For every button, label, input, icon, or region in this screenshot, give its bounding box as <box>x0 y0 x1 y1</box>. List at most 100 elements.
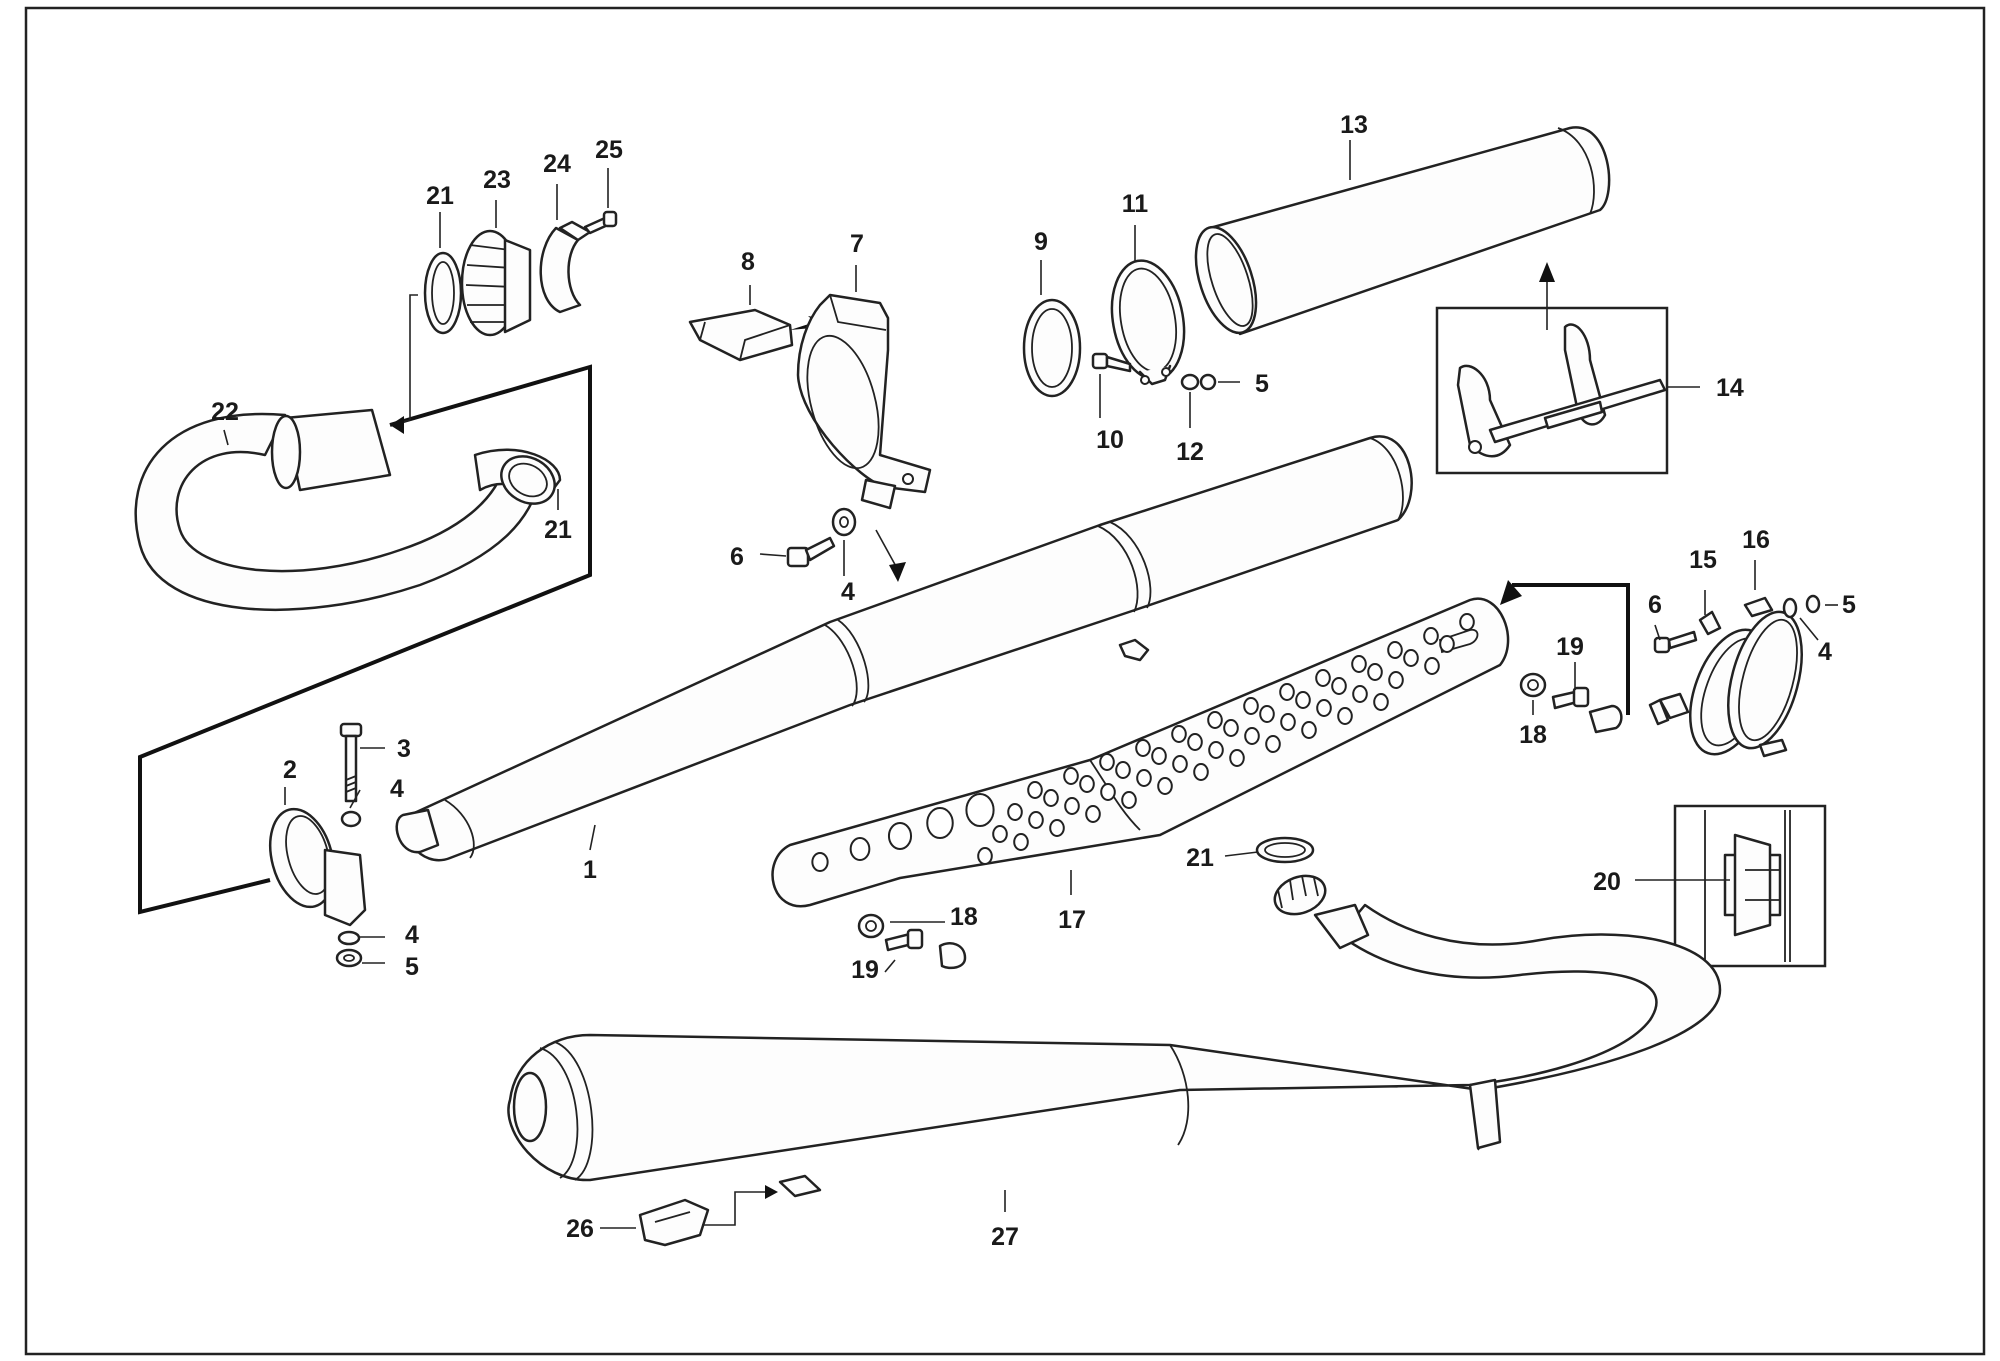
callout-1: 1 <box>583 856 597 884</box>
shield-hole <box>1100 783 1116 801</box>
shield-hole <box>1295 691 1311 709</box>
shield-hole <box>1085 805 1101 823</box>
callout-17: 17 <box>1058 906 1086 934</box>
callout-4-left-b: 4 <box>405 921 419 949</box>
shield-hole <box>965 793 995 827</box>
shield-hole <box>811 852 829 872</box>
leader-lines <box>223 140 1838 1229</box>
part-27-tab <box>778 1174 822 1198</box>
shield-hole <box>1208 741 1224 759</box>
shield-hole <box>1403 649 1419 667</box>
part-27-exhaust-pipe <box>507 903 1722 1182</box>
shield-hole <box>1013 833 1029 851</box>
part-11-clamp-ring <box>1110 259 1186 386</box>
arrow-to-22 <box>390 416 404 434</box>
callout-4-left-a: 4 <box>390 775 404 803</box>
part-5-nut-right <box>1805 594 1821 614</box>
callout-5-top: 5 <box>1255 370 1269 398</box>
part-4-washer-mid <box>831 507 857 537</box>
shield-hole <box>1171 725 1187 743</box>
callout-18-lower: 18 <box>950 903 978 931</box>
part-2-clamp-left <box>269 807 367 927</box>
part-18-nut-right <box>1519 672 1547 698</box>
part-18-nut-lower <box>857 913 885 939</box>
part-6-bolt-right <box>1653 630 1698 654</box>
shield-hole <box>1064 797 1080 815</box>
part-27-finned-collar <box>1273 874 1370 950</box>
shield-hole <box>1187 733 1203 751</box>
shield-hole <box>1115 761 1131 779</box>
shield-hole <box>926 807 954 839</box>
callout-4-right: 4 <box>1818 638 1832 666</box>
part-19-screw-right <box>1551 686 1590 710</box>
shield-hole <box>1207 711 1223 729</box>
shield-hole <box>1387 641 1403 659</box>
shield-hole <box>1136 769 1152 787</box>
shield-hole <box>1121 791 1137 809</box>
shield-hole <box>1352 685 1368 703</box>
part-19-screw-lower <box>884 928 924 952</box>
part-25-screw-small <box>583 210 618 235</box>
shield-hole <box>1315 669 1331 687</box>
part-18-cap-lower <box>938 942 967 970</box>
callout-16: 16 <box>1742 526 1770 554</box>
shield-hole <box>1459 613 1475 631</box>
part-12-washer <box>1180 373 1217 391</box>
part-3-long-bolt <box>339 722 363 803</box>
callout-8: 8 <box>741 248 755 276</box>
part-4-washer-right <box>1782 597 1798 619</box>
shield-hole <box>1229 749 1245 767</box>
shield-hole <box>1388 671 1404 689</box>
shield-hole <box>1193 763 1209 781</box>
shield-hole <box>1063 767 1079 785</box>
callout-21-lower: 21 <box>1186 844 1214 872</box>
callout-5-right: 5 <box>1842 591 1856 619</box>
shield-hole <box>1439 635 1455 653</box>
part-9-gasket-ring <box>1022 298 1082 398</box>
callout-21-mid: 21 <box>544 516 572 544</box>
assembly-line-22-2 <box>138 364 592 915</box>
part-1-muffler <box>395 435 1413 862</box>
callout-27: 27 <box>991 1223 1019 1251</box>
shield-hole <box>1079 775 1095 793</box>
shield-hole <box>1223 719 1239 737</box>
shield-hole <box>1243 697 1259 715</box>
callout-2: 2 <box>283 756 297 784</box>
part-18-cap-right <box>1588 704 1623 734</box>
part-14-box <box>1435 306 1669 475</box>
shield-hole <box>1151 747 1167 765</box>
shield-hole <box>1172 755 1188 773</box>
shield-hole <box>1135 739 1151 757</box>
callout-9: 9 <box>1034 228 1048 256</box>
callout-26: 26 <box>566 1215 594 1243</box>
callout-5-left: 5 <box>405 953 419 981</box>
callout-4-mid: 4 <box>841 578 855 606</box>
part-7-clamp-bracket <box>796 293 932 510</box>
shield-hole <box>1265 735 1281 753</box>
part-20-detail-box <box>1673 804 1827 968</box>
shield-hole <box>849 837 871 861</box>
callout-6-right: 6 <box>1648 591 1662 619</box>
shield-hole <box>1373 693 1389 711</box>
callout-3: 3 <box>397 735 411 763</box>
part-23-finned-nut <box>460 229 532 337</box>
shield-hole <box>1028 811 1044 829</box>
heat-shield-holes <box>811 613 1475 872</box>
part-6-bolt-mid <box>786 536 836 568</box>
callout-20: 20 <box>1593 868 1621 896</box>
callout-labels: 1 2 3 4 4 5 6 4 8 7 9 10 11 12 5 13 14 1… <box>211 111 1856 1251</box>
shield-hole <box>1316 699 1332 717</box>
part-22-header-pipe <box>134 408 562 611</box>
shield-hole <box>1331 677 1347 695</box>
shield-hole <box>1424 657 1440 675</box>
shield-hole <box>1337 707 1353 725</box>
callout-19-lower: 19 <box>851 956 879 984</box>
shield-hole <box>887 822 913 850</box>
shield-hole <box>1423 627 1439 645</box>
leader-21-22 <box>389 294 418 426</box>
arrow-7-to-muffler <box>875 529 899 571</box>
shield-hole <box>1301 721 1317 739</box>
shield-hole <box>1367 663 1383 681</box>
part-4-washer-left-a <box>340 810 362 828</box>
callout-14: 14 <box>1716 374 1744 402</box>
